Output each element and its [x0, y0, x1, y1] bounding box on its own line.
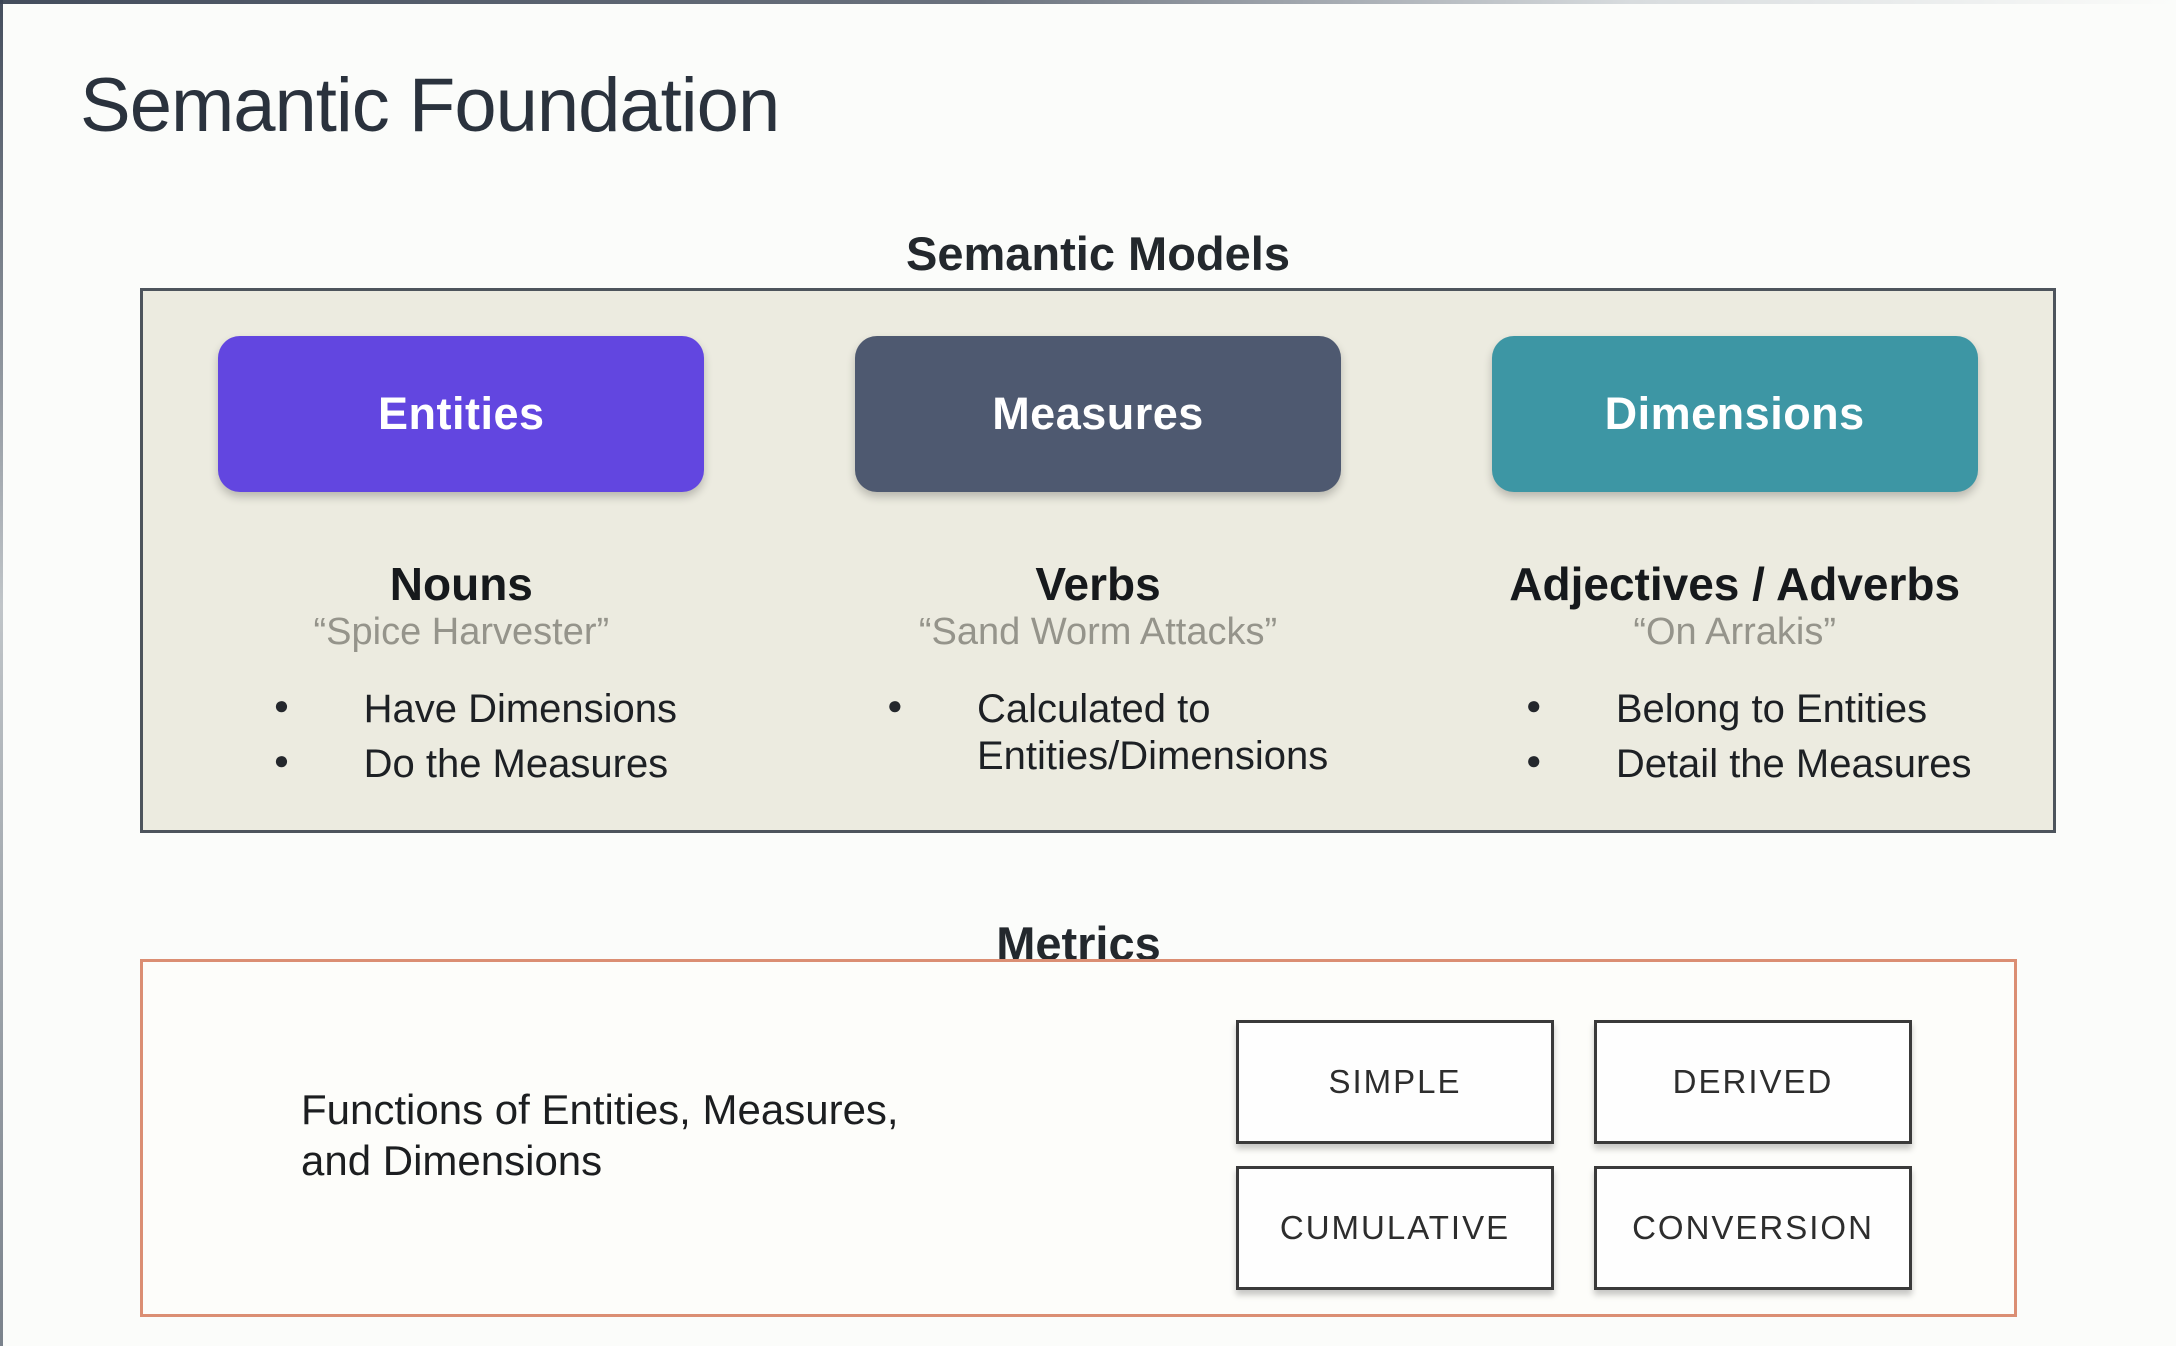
metric-type-cumulative-label: CUMULATIVE	[1279, 1209, 1511, 1246]
dimensions-category-label: Adjectives / Adverbs	[1509, 558, 1961, 610]
dimensions-pill-label: Dimensions	[1604, 388, 1865, 439]
entities-category-label: Nouns	[389, 558, 533, 610]
entities-example-quote: “Spice Harvester”	[313, 611, 610, 654]
metrics-description-line1: Functions of Entities, Measures,	[301, 1086, 899, 1133]
dimensions-bullet-list: Belong to Entities Detail the Measures	[1498, 686, 1972, 796]
dimensions-pill: Dimensions	[1491, 336, 1978, 492]
dimensions-example-quote: “On Arrakis”	[1633, 611, 1837, 654]
bullet-item: Do the Measures	[246, 741, 677, 788]
measures-example-quote: “Sand Worm Attacks”	[918, 611, 1278, 654]
metric-type-conversion: CONVERSION	[1594, 1166, 1912, 1290]
frame-top-edge	[0, 0, 2176, 4]
metrics-description: Functions of Entities, Measures, and Dim…	[301, 1084, 899, 1186]
bullet-item: Belong to Entities	[1498, 686, 1972, 733]
dimensions-column: Dimensions Adjectives / Adverbs “On Arra…	[1416, 291, 2053, 830]
frame-left-edge	[0, 0, 3, 1346]
measures-bullet-list: Calculated to Entities/Dimensions	[859, 686, 1337, 788]
metric-type-simple-label: SIMPLE	[1328, 1063, 1462, 1100]
measures-column: Measures Verbs “Sand Worm Attacks” Calcu…	[780, 291, 1417, 830]
semantic-models-heading: Semantic Models	[906, 227, 1290, 280]
metrics-panel: Functions of Entities, Measures, and Dim…	[140, 959, 2017, 1317]
measures-category-label: Verbs	[1035, 558, 1161, 610]
bullet-item: Have Dimensions	[246, 686, 677, 733]
metric-type-grid: SIMPLE DERIVED CUMULATIVE CONVERSION	[1236, 1020, 1912, 1290]
metric-type-cumulative: CUMULATIVE	[1236, 1166, 1554, 1290]
page-title: Semantic Foundation	[80, 63, 780, 148]
semantic-models-panel: Entities Nouns “Spice Harvester” Have Di…	[140, 288, 2056, 833]
measures-pill-label: Measures	[992, 388, 1204, 439]
bullet-item: Detail the Measures	[1498, 741, 1972, 788]
entities-pill: Entities	[218, 336, 705, 492]
entities-bullet-list: Have Dimensions Do the Measures	[246, 686, 677, 796]
metric-type-simple: SIMPLE	[1236, 1020, 1554, 1144]
metrics-description-line2: and Dimensions	[301, 1137, 603, 1185]
entities-column: Entities Nouns “Spice Harvester” Have Di…	[143, 291, 780, 830]
metric-type-derived: DERIVED	[1594, 1020, 1912, 1144]
metric-type-derived-label: DERIVED	[1672, 1063, 1834, 1100]
metric-type-conversion-label: CONVERSION	[1632, 1209, 1874, 1246]
bullet-item: Calculated to Entities/Dimensions	[859, 686, 1337, 780]
measures-pill: Measures	[855, 336, 1341, 492]
entities-pill-label: Entities	[378, 388, 545, 439]
